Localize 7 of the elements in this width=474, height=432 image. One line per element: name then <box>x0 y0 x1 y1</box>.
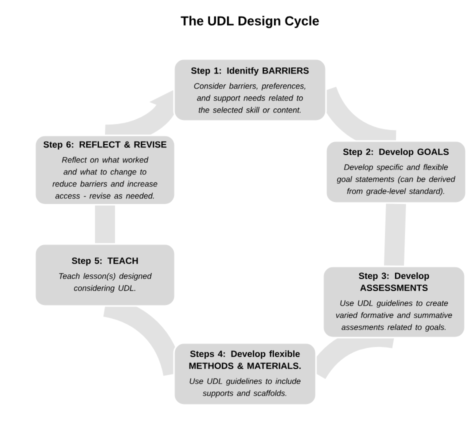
step-box: Step 3: Develop ASSESSMENTS Use UDL guidelines to create varied formative and summative assesments related to goals. <box>322 266 466 338</box>
step-box: Steps 4: Develop flexible METHODS & MATERIALS. Use UDL guidelines to include supports and scaffolds. <box>173 342 317 406</box>
step-box: Step 5: TEACH Teach lesson(s) designed considering UDL. <box>34 243 176 307</box>
step-box: Step 1: Idenitfy BARRIERS Consider barriers, preferences, and support needs related to the selected skill or content. <box>173 58 327 122</box>
title: The UDL Design Cycle <box>180 16 319 28</box>
step-box: Step 6: REFLECT & REVISE Reflect on what worked and what to change to reduce barriers and increase access - revise as needed. <box>34 134 176 206</box>
step-box: Step 2: Develop GOALS Develop specific and flexible goal statements (can be derived from grade-level standard). <box>325 140 467 204</box>
